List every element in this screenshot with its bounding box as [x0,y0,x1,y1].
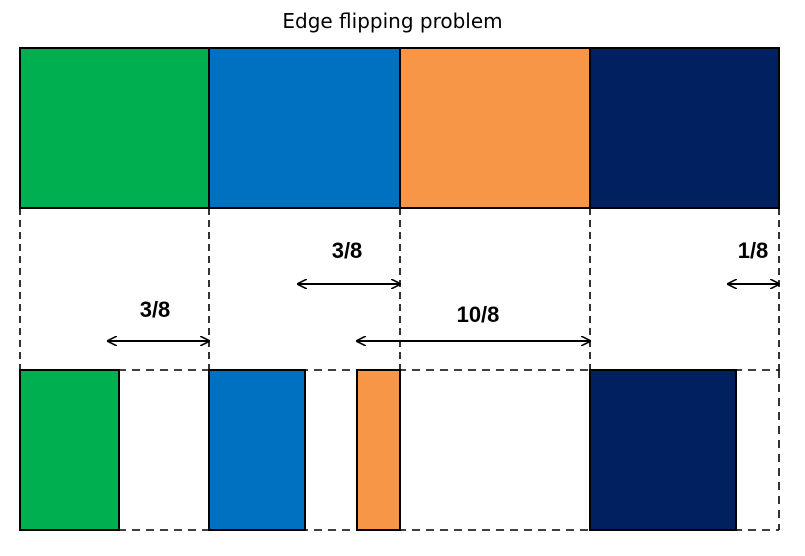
top-navy-block [589,47,780,209]
top-blue-block [208,47,401,209]
diagram-title: Edge flipping problem [282,9,503,33]
bottom-orange-block [356,369,401,531]
bottom-green-block [19,369,120,531]
offset-arrows [108,284,779,341]
navy-offset-label: 1/8 [738,238,769,263]
orange-offset-label: 10/8 [457,302,500,327]
top-orange-block [399,47,591,209]
bottom-navy-block [589,369,737,531]
bottom-blue-block [208,369,306,531]
top-green-block [19,47,210,209]
blue-offset-label: 3/8 [332,238,363,263]
green-offset-label: 3/8 [140,297,171,322]
vertical-guides [19,208,780,370]
